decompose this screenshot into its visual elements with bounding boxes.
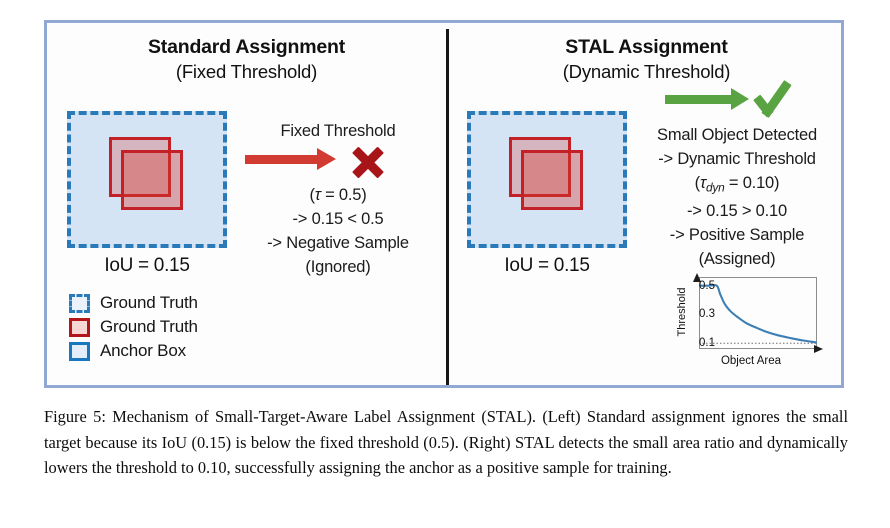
- anchor-box-region: [467, 111, 627, 248]
- chart-x-axis-label: Object Area: [720, 355, 782, 367]
- left-panel-title: Standard Assignment: [147, 36, 345, 58]
- anchor-box-region: [67, 111, 227, 248]
- ground-truth-box-front: [521, 150, 583, 210]
- right-iou-diagram: IoU = 0.15: [467, 111, 627, 277]
- legend-item-label: Anchor Box: [100, 341, 186, 360]
- right-verdict-note: (Assigned): [698, 250, 776, 269]
- chart-plot-area: [697, 277, 819, 349]
- solid-red-box-icon: [69, 317, 90, 337]
- ground-truth-box-back: [109, 137, 171, 197]
- left-compare-text: -> 0.15 < 0.5: [292, 210, 384, 228]
- stal-assignment-panel: STAL Assignment (Dynamic Threshold) IoU …: [449, 23, 844, 385]
- legend-item: Anchor Box: [69, 339, 198, 363]
- left-verdict-note: (Ignored): [305, 258, 371, 276]
- left-panel-subtitle: (Fixed Threshold): [175, 61, 318, 82]
- left-verdict-text: -> Negative Sample: [267, 234, 409, 252]
- right-iou-label: IoU = 0.15: [504, 255, 590, 276]
- right-explanation: Small Object Detected -> Dynamic Thresho…: [631, 80, 843, 271]
- right-panel-title: STAL Assignment: [565, 36, 728, 58]
- ground-truth-box-back: [509, 137, 571, 197]
- solid-blue-box-icon: [69, 341, 90, 361]
- red-x-mark-icon: [347, 141, 387, 181]
- left-heading: Fixed Threshold: [280, 122, 396, 140]
- green-check-mark-icon: [753, 73, 803, 119]
- right-heading: Small Object Detected: [657, 126, 817, 144]
- ground-truth-box-front: [121, 150, 183, 210]
- right-tau-text: (τdyn = 0.10): [694, 174, 780, 195]
- left-tau-text: (τ = 0.5): [309, 186, 367, 204]
- chart-curve-svg: [697, 277, 819, 349]
- standard-assignment-panel: Standard Assignment (Fixed Threshold) Io…: [47, 23, 446, 385]
- right-dynamic-text: -> Dynamic Threshold: [658, 150, 816, 168]
- legend: Ground Truth Ground Truth Anchor Box: [69, 291, 198, 363]
- left-explanation: Fixed Threshold (τ = 0.5) -> 0.15 < 0.5 …: [235, 119, 441, 279]
- left-iou-diagram: IoU = 0.15: [67, 111, 227, 277]
- right-compare-text: -> 0.15 > 0.10: [687, 202, 787, 221]
- right-verdict-icons: [631, 80, 843, 123]
- legend-item: Ground Truth: [69, 315, 198, 339]
- right-verdict-text: -> Positive Sample: [669, 226, 805, 245]
- legend-item-label: Ground Truth: [100, 317, 198, 336]
- legend-item-label: Ground Truth: [100, 293, 198, 312]
- figure-frame: Standard Assignment (Fixed Threshold) Io…: [44, 20, 844, 388]
- panel-divider: [446, 29, 449, 385]
- dashed-blue-box-icon: [69, 293, 90, 313]
- figure-caption: Figure 5: Mechanism of Small-Target-Awar…: [44, 407, 848, 477]
- left-verdict-icons: [235, 143, 441, 183]
- right-panel-subtitle: (Dynamic Threshold): [562, 61, 731, 82]
- left-iou-label: IoU = 0.15: [104, 255, 190, 276]
- legend-item: Ground Truth: [69, 291, 198, 315]
